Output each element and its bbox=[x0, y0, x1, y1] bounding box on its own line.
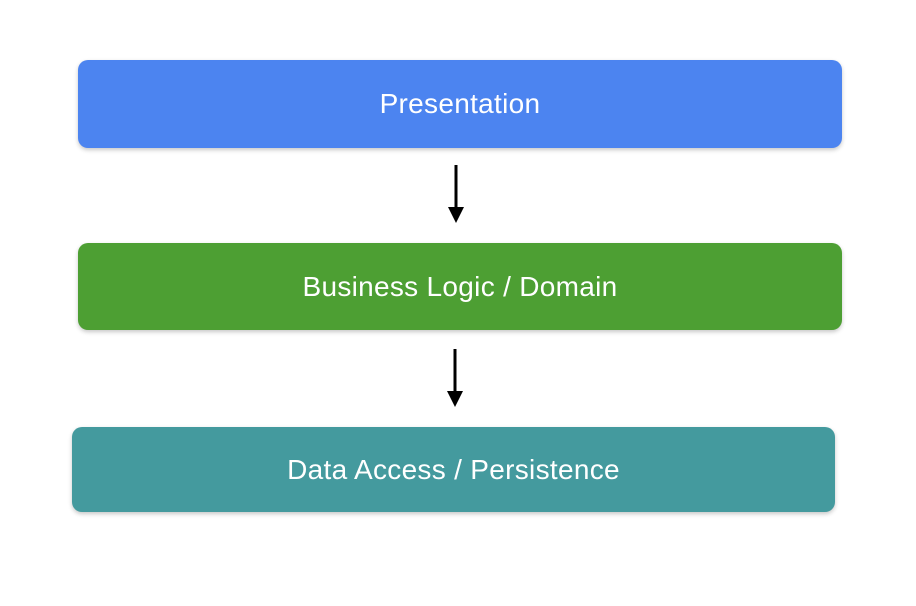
layer-label-business-logic: Business Logic / Domain bbox=[302, 270, 618, 302]
layer-label-data-access: Data Access / Persistence bbox=[287, 453, 620, 485]
layer-label-presentation: Presentation bbox=[379, 88, 541, 119]
layer-box-data-access: Data Access / Persistence bbox=[72, 427, 835, 512]
layer-box-presentation: Presentation bbox=[78, 60, 842, 148]
layer-box-business-logic: Business Logic / Domain bbox=[78, 243, 842, 330]
down-arrow-icon bbox=[448, 165, 464, 223]
down-arrow-icon bbox=[447, 349, 463, 407]
